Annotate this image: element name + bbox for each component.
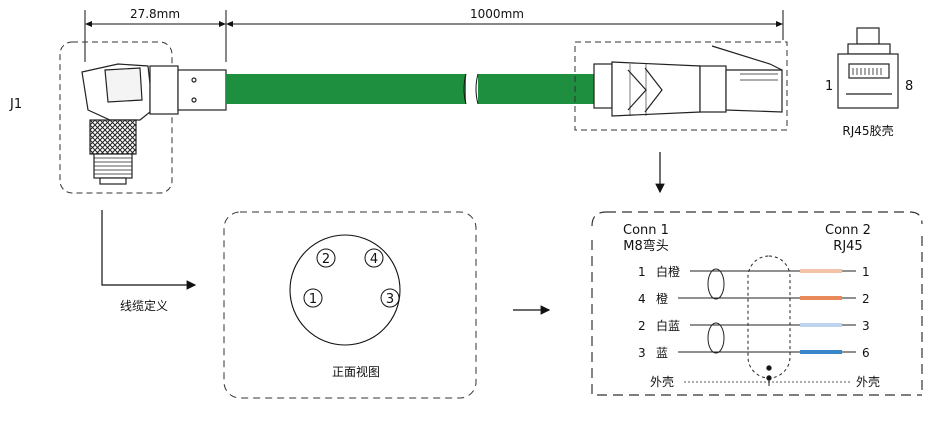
row2-color: 橙 (656, 291, 668, 306)
pin-label-3: 3 (386, 292, 394, 307)
row1-color: 白橙 (656, 264, 680, 279)
cable-definition-arrow (101, 210, 197, 290)
rj45-plug-drawing (593, 45, 783, 117)
wiring-dashed-frame (591, 211, 923, 396)
wire-row-1 (690, 269, 856, 273)
shield-left-label: 外壳 (650, 375, 674, 389)
dimension-cable-text: 1000mm (470, 7, 524, 21)
j1-dashed-frame (59, 41, 173, 194)
wire-row-3 (690, 323, 856, 327)
row3-pin2: 3 (862, 319, 870, 333)
flow-arrows (101, 152, 665, 315)
front-view-circle (289, 234, 401, 346)
row2-pin1: 4 (638, 292, 646, 306)
rj45-pin-left-label: 1 (825, 79, 833, 94)
conn2-subtitle: RJ45 (833, 239, 862, 254)
front-view-pins (303, 248, 400, 308)
connector-label-j1: J1 (9, 97, 22, 112)
front-view-dashed-frame (223, 211, 477, 399)
row1-pin1: 1 (638, 265, 646, 279)
shield-drawing (747, 255, 791, 386)
row4-pin2: 6 (862, 346, 870, 360)
pin-label-4: 4 (370, 252, 378, 267)
pin-label-1: 1 (309, 292, 317, 307)
rj45-dashed-frame (574, 41, 788, 131)
conn2-title: Conn 2 (825, 223, 871, 238)
row4-pin1: 3 (638, 346, 646, 360)
wire-row-2 (678, 296, 856, 300)
cable-definition-label: 线缆定义 (120, 298, 168, 313)
pin-label-2: 2 (322, 252, 330, 267)
front-view-caption: 正面视图 (332, 364, 380, 379)
rj45-title: RJ45胶壳 (842, 123, 893, 138)
dimension-lines (84, 10, 784, 62)
row1-pin2: 1 (862, 265, 870, 279)
row3-color: 白蓝 (656, 318, 680, 333)
rj45-face-icon (837, 27, 899, 109)
cable-left-segment (226, 74, 466, 104)
cable-right-segment (478, 74, 598, 104)
conn1-subtitle: M8弯头 (623, 238, 669, 254)
cable-break-mark (463, 73, 479, 105)
row4-color: 蓝 (656, 346, 668, 360)
dimension-left-text: 27.8mm (130, 7, 180, 21)
row3-pin1: 2 (638, 319, 646, 333)
cable (226, 73, 598, 105)
conn1-title: Conn 1 (623, 223, 669, 238)
m8-connector-drawing (81, 63, 227, 185)
wire-row-4 (678, 350, 856, 354)
twist-loops (707, 268, 725, 354)
row2-pin2: 2 (862, 292, 870, 306)
shield-right-label: 外壳 (856, 375, 880, 389)
rj45-pin-right-label: 8 (905, 79, 913, 94)
